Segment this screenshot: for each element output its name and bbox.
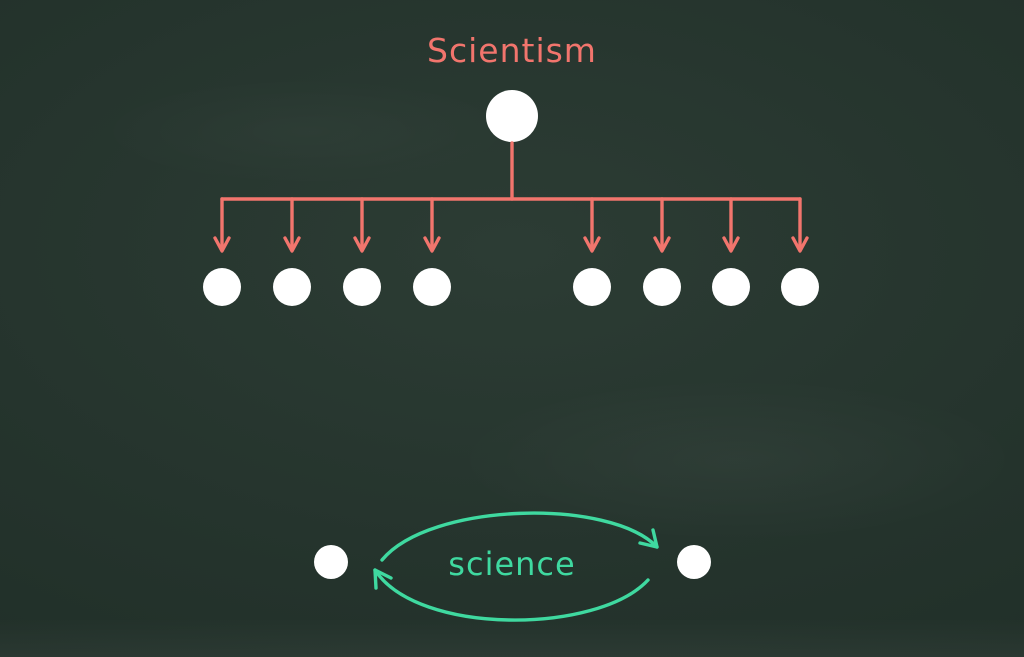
science-diagram: science bbox=[314, 511, 711, 622]
branch-arrow bbox=[353, 197, 371, 253]
child-node bbox=[203, 268, 241, 306]
child-node bbox=[343, 268, 381, 306]
child-node bbox=[273, 268, 311, 306]
child-node bbox=[712, 268, 750, 306]
branch-arrow bbox=[423, 197, 441, 253]
branch-arrow bbox=[213, 197, 231, 253]
branch-arrow bbox=[583, 197, 601, 253]
branch-arrow bbox=[722, 197, 740, 253]
branch-arrow bbox=[653, 197, 671, 253]
peer-node-right bbox=[677, 545, 711, 579]
child-node bbox=[413, 268, 451, 306]
child-node bbox=[781, 268, 819, 306]
child-node bbox=[643, 268, 681, 306]
peer-node-left bbox=[314, 545, 348, 579]
cycle-arrow-bottom bbox=[373, 568, 650, 622]
cycle-arrow-top bbox=[380, 511, 659, 562]
child-node bbox=[573, 268, 611, 306]
science-label: science bbox=[448, 545, 575, 583]
scientism-root-node bbox=[486, 90, 538, 142]
branch-arrow bbox=[791, 197, 809, 253]
scientism-label: Scientism bbox=[427, 31, 597, 70]
scientism-diagram: Scientism bbox=[203, 31, 819, 306]
branch-arrow bbox=[283, 197, 301, 253]
